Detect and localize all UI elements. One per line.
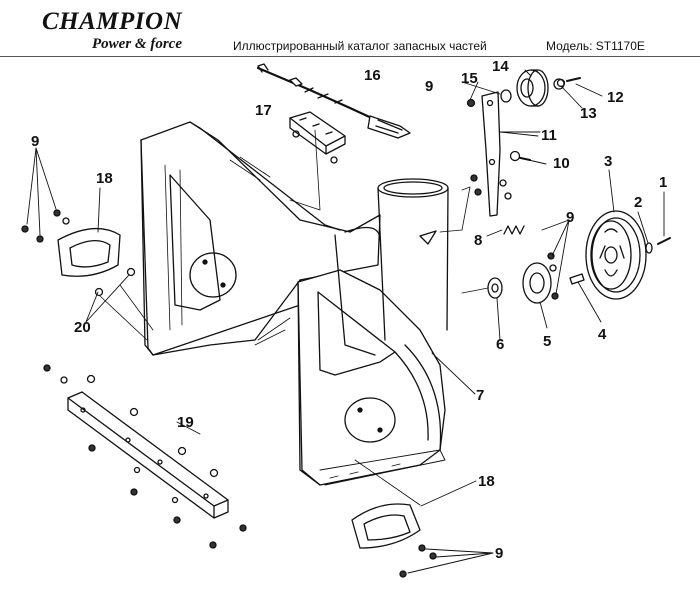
callout-part-12: 12 xyxy=(607,89,624,106)
key-part-4 xyxy=(569,273,585,285)
callout-part-9-bottom: 9 xyxy=(495,545,504,562)
idler-pulley-part-14 xyxy=(516,69,549,107)
brand-tagline: Power & force xyxy=(92,36,182,52)
callout-part-13: 13 xyxy=(580,105,597,122)
callout-part-18-top: 18 xyxy=(96,170,113,187)
callout-part-16: 16 xyxy=(364,67,381,84)
catalog-header: CHAMPION Power & force Иллюстрированный … xyxy=(0,0,700,58)
callout-part-2: 2 xyxy=(634,194,643,211)
washer-part-2 xyxy=(645,242,653,254)
idler-arm-part-11 xyxy=(481,91,541,217)
callout-part-9-left: 9 xyxy=(31,133,40,150)
callout-part-18-bottom: 18 xyxy=(478,473,495,490)
skid-shoe-part-18-top xyxy=(21,209,154,341)
callout-part-10: 10 xyxy=(553,155,570,172)
auger-shaft-part-16 xyxy=(256,63,411,139)
callout-part-17: 17 xyxy=(255,102,272,119)
bolt-part-1 xyxy=(657,237,671,245)
diagram-drawing xyxy=(21,63,671,578)
spacer-part-15 xyxy=(500,89,512,103)
bolts-idler-mount xyxy=(439,174,512,233)
callout-part-7: 7 xyxy=(476,387,485,404)
callout-part-5: 5 xyxy=(543,333,552,350)
scraper-bar-part-19 xyxy=(43,364,247,549)
champion-logo: CHAMPION Power & force xyxy=(42,6,202,54)
washer-part-13 xyxy=(553,78,565,90)
nut-part-9-top xyxy=(466,98,476,108)
callout-part-20: 20 xyxy=(74,319,91,336)
brand-name: CHAMPION xyxy=(42,8,183,35)
callout-part-9-flange: 9 xyxy=(566,209,575,226)
spring-part-8 xyxy=(503,225,525,235)
callout-leaders xyxy=(26,69,665,574)
skid-shoe-part-18-bottom xyxy=(351,459,437,578)
discharge-chute-mount xyxy=(334,178,449,356)
callout-part-15: 15 xyxy=(461,70,478,87)
callout-part-11: 11 xyxy=(541,127,557,144)
bolt-part-10 xyxy=(509,150,531,162)
callout-part-4: 4 xyxy=(598,326,607,343)
callout-part-9-idler: 9 xyxy=(425,78,434,95)
bracket-part-17 xyxy=(289,111,346,211)
callout-part-6: 6 xyxy=(496,336,505,353)
bearing-flange-part-5 xyxy=(522,252,559,304)
drive-pulley-part-3 xyxy=(585,210,647,300)
auger-housing-part-7 xyxy=(140,121,381,356)
callout-part-3: 3 xyxy=(604,153,613,170)
catalog-title: Иллюстрированный каталог запасных частей xyxy=(233,39,487,53)
side-plate xyxy=(297,269,446,486)
exploded-parts-diagram: 16 17 9 15 14 12 13 11 10 3 9 18 2 1 9 8… xyxy=(0,58,700,595)
callout-part-19: 19 xyxy=(177,414,194,431)
callout-part-14: 14 xyxy=(492,58,509,75)
callout-part-1: 1 xyxy=(659,174,668,191)
callout-part-8: 8 xyxy=(474,232,483,249)
header-divider xyxy=(0,56,700,57)
bearing-part-6 xyxy=(461,277,503,299)
model-label: Модель: ST1170E xyxy=(546,39,645,53)
